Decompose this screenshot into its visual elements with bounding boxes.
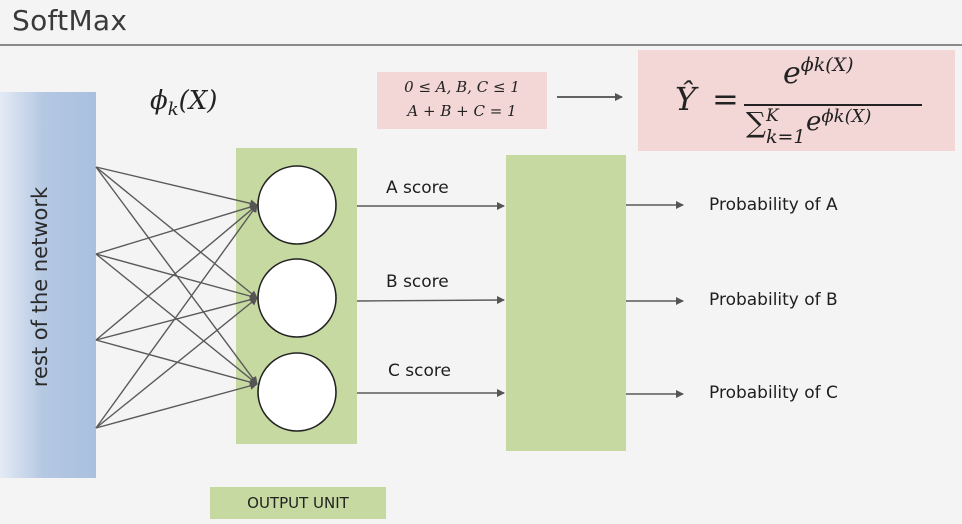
constraints-box (377, 72, 547, 129)
sum-lower-bound: k=1 (766, 126, 806, 148)
network-to-neurons-edges (95, 166, 258, 429)
sum-upper-bound: K (766, 106, 779, 126)
denominator-exponent: ϕk(X) (821, 106, 872, 127)
output-unit-label: OUTPUT UNIT (247, 494, 349, 512)
edge-in3-a (95, 204, 258, 341)
sum-bounds: K k=1 (766, 104, 806, 148)
formula-lhs: Ŷ (675, 80, 697, 118)
score-label-a: A score (386, 178, 449, 198)
title-divider (0, 44, 962, 46)
sum-symbol: ∑ (746, 106, 766, 139)
fraction-bar (744, 104, 922, 106)
slide-title: SoftMax (12, 4, 128, 37)
probability-label-a: Probability of A (709, 195, 838, 215)
neuron-b (257, 258, 337, 338)
neuron-c (257, 352, 337, 432)
score-arrows (356, 202, 505, 397)
numerator-base: e (783, 56, 801, 91)
probability-arrows (626, 201, 684, 398)
neuron-a (257, 165, 337, 245)
edge-in2-a (95, 203, 258, 255)
output-unit-label-box (210, 487, 386, 519)
score-arrow-b (356, 296, 505, 305)
probability-label-b: Probability of B (709, 290, 838, 310)
edge-in3-b (95, 295, 258, 341)
edge-in4-b (95, 297, 258, 429)
score-label-c: C score (388, 361, 451, 381)
edge-in1-b (95, 166, 258, 299)
output-neurons (257, 165, 337, 432)
denominator-base: e (806, 107, 822, 137)
formula-equals: = (712, 80, 739, 118)
softmax-formula: Ŷ = eϕk(X) ∑ K k=1 eϕk(X) (638, 50, 955, 151)
softmax-formula-box (638, 50, 955, 151)
probability-label-c: Probability of C (709, 383, 838, 403)
edge-in2-b (95, 253, 258, 301)
phi-symbol: ϕ (150, 86, 168, 116)
score-label-b: B score (386, 272, 449, 292)
formula-numerator: eϕk(X) (783, 54, 854, 91)
edge-in4-a (95, 204, 258, 429)
phi-subscript: k (167, 99, 179, 121)
edge-in4-c (95, 381, 258, 429)
softmax-panel (506, 155, 626, 451)
edge-in3-c (95, 339, 258, 387)
constraint-sum: A + B + C = 1 (407, 102, 517, 120)
edge-in1-a (95, 166, 258, 208)
rest-of-network-bar (0, 92, 96, 478)
numerator-exponent: ϕk(X) (800, 54, 854, 76)
phi-argument: (X) (178, 86, 218, 116)
formula-denominator: ∑ K k=1 eϕk(X) (746, 104, 871, 148)
constraint-range: 0 ≤ A, B, C ≤ 1 (404, 78, 520, 96)
phi-function-label: ϕk(X) (150, 86, 217, 120)
